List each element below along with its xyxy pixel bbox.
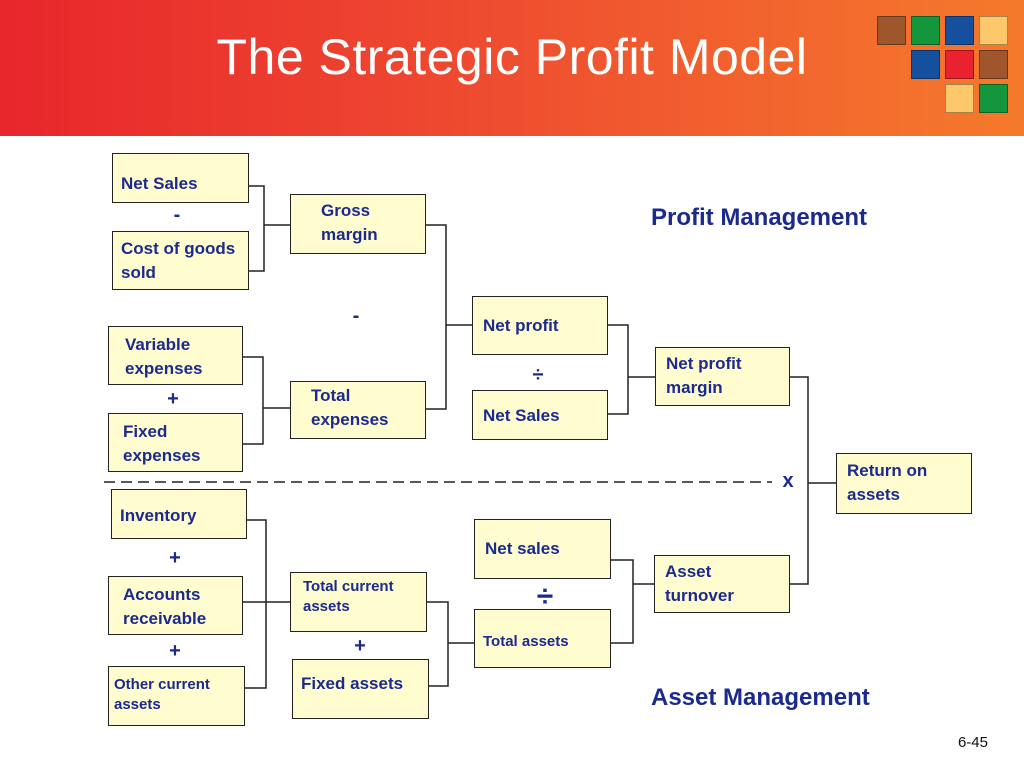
net-profit-margin-box: Net profit margin — [655, 347, 790, 406]
net-sales-box: Net Sales — [472, 390, 608, 440]
variable-expenses-box: Variable expenses — [108, 326, 243, 385]
profit-management-label: Profit Management — [651, 204, 868, 231]
plus-operator: + — [354, 635, 366, 657]
plus-operator: + — [167, 388, 179, 410]
other-current-assets-box: Other current assets — [108, 666, 245, 726]
deco-tile — [945, 84, 974, 113]
divide-operator: ÷ — [536, 580, 554, 613]
asset-turnover-box: Asset turnover — [654, 555, 790, 613]
gross-margin-box: Gross margin — [290, 194, 426, 254]
deco-tile — [945, 16, 974, 45]
accounts-receivable-box: Accounts receivable — [108, 576, 243, 635]
net-sales-box: Net Sales — [112, 153, 249, 203]
plus-operator: + — [169, 640, 181, 662]
deco-tile — [911, 50, 940, 79]
slide-header: The Strategic Profit Model — [0, 0, 1024, 136]
net-profit-box: Net profit — [472, 296, 608, 355]
divide-operator: ÷ — [532, 364, 544, 386]
net-sales-box: Net sales — [474, 519, 611, 579]
slide-title: The Strategic Profit Model — [216, 29, 808, 85]
cost-of-goods-sold-box: Cost of goods sold — [112, 231, 249, 290]
return-on-assets-box: Return on assets — [836, 453, 972, 514]
multiply-operator: x — [782, 470, 794, 492]
plus-operator: + — [169, 547, 181, 569]
deco-tile — [877, 16, 906, 45]
inventory-box: Inventory — [111, 489, 247, 539]
minus-operator: - — [173, 204, 181, 226]
deco-tile — [979, 50, 1008, 79]
total-assets-box: Total assets — [474, 609, 611, 668]
total-current-assets-box: Total current assets — [290, 572, 427, 632]
deco-tile — [979, 16, 1008, 45]
minus-operator: - — [352, 305, 360, 327]
deco-tile — [911, 16, 940, 45]
deco-tile — [945, 50, 974, 79]
deco-tile — [979, 84, 1008, 113]
fixed-expenses-box: Fixed expenses — [108, 413, 243, 472]
total-expenses-box: Total expenses — [290, 381, 426, 439]
asset-management-label: Asset Management — [651, 684, 870, 711]
fixed-assets-box: Fixed assets — [292, 659, 429, 719]
page-number: 6-45 — [957, 734, 988, 751]
